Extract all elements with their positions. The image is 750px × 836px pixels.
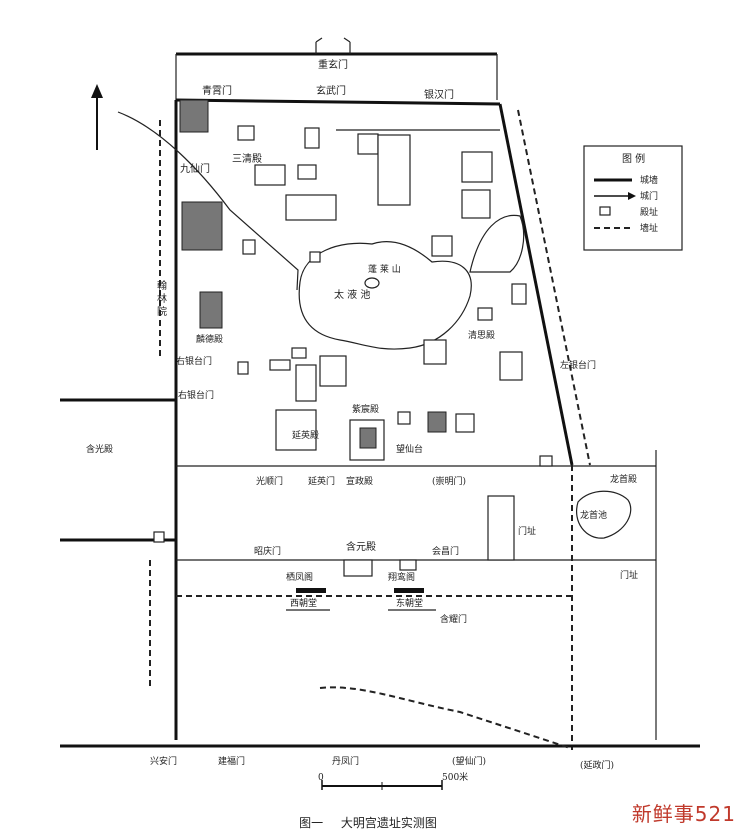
scale-bar: 0 500米	[318, 771, 468, 790]
label-xuanwu: 玄武门	[316, 84, 346, 97]
label-yanying-hall: 延英殿	[292, 429, 319, 441]
label-xingan: 兴安门	[150, 755, 177, 767]
legend-item: 城门	[640, 190, 658, 202]
north-enclosure	[175, 37, 498, 100]
label-jianfu: 建福门	[218, 755, 245, 767]
north-wall	[175, 98, 501, 106]
longshou-pond	[576, 490, 632, 539]
legend-item: 墙址	[640, 222, 658, 234]
label-longshou: 龙首殿	[610, 473, 637, 485]
map-labels: 重玄门 青霄门 玄武门 银汉门 三清殿 九仙门 太 液 池 蓬 莱 山 清思殿 …	[86, 58, 638, 771]
label-menzhi-side: 门址	[620, 569, 638, 581]
label-dongchaotang: 东朝堂	[396, 597, 423, 609]
label-menzhi-east: 门址	[518, 525, 536, 537]
east-wall	[498, 103, 574, 466]
watermark: 新鲜事521	[631, 802, 736, 826]
hall-ruins	[153, 99, 553, 577]
caption-number: 图一	[299, 816, 324, 830]
legend-item: 城墙	[640, 174, 658, 186]
taiye-pond	[298, 241, 472, 350]
label-qinghui: 清思殿	[468, 329, 495, 341]
label-penglai: 蓬 莱 山	[368, 263, 401, 275]
label-danfeng: 丹凤门	[332, 755, 359, 767]
legend: 图 例 城墙 城门 殿址 墙址	[583, 145, 683, 251]
caption-title: 大明宫遗址实测图	[340, 816, 437, 830]
label-yanzheng: (延政门)	[580, 759, 614, 771]
scale-zero: 0	[318, 773, 324, 783]
label-linde: 麟德殿	[196, 333, 223, 345]
label-hanxun: 含耀门	[440, 613, 467, 625]
legend-title: 图 例	[622, 152, 645, 165]
label-zichen: 紫宸殿	[352, 403, 379, 415]
label-longshouchi: 龙首池	[580, 509, 607, 521]
label-wangxian-gate: (望仙门)	[452, 755, 486, 767]
label-guangshun: 光顺门	[256, 475, 283, 487]
label-taiye: 太 液 池	[334, 288, 370, 301]
figure-caption: 图一 大明宫遗址实测图	[0, 814, 750, 831]
north-arrow-icon	[91, 84, 103, 150]
label-xichaotang: 西朝堂	[290, 597, 317, 609]
label-hanguang: 含光殿	[86, 443, 113, 455]
label-hanyuan: 含元殿	[346, 540, 376, 553]
legend-item: 殿址	[640, 206, 658, 218]
label-yanying-gate: 延英门	[308, 475, 335, 487]
label-xuanzheng: 宣政殿	[346, 475, 373, 487]
label-chongming: (崇明门)	[432, 475, 466, 487]
label-youyin: 右银台门	[178, 389, 214, 401]
label-jiuxian: 九仙门	[180, 162, 210, 175]
label-xiangluan: 翔鸾阁	[388, 571, 415, 583]
label-hanlin: 翰 林 院	[155, 279, 167, 317]
label-wangxiantai: 望仙台	[396, 443, 423, 455]
label-qifeng: 栖凤阁	[286, 571, 313, 583]
scale-text: 500米	[442, 771, 468, 783]
label-huiri: 会昌门	[432, 545, 459, 557]
label-youyin-small: 右银台门	[176, 355, 212, 367]
label-chongxuan: 重玄门	[318, 58, 348, 71]
label-sanqing: 三清殿	[232, 152, 262, 165]
label-yinhan: 银汉门	[424, 88, 454, 101]
label-zuoyin: 左银台门	[560, 359, 596, 371]
label-qingxiao: 青霄门	[202, 84, 232, 97]
label-zhaoqing: 昭庆门	[254, 545, 281, 557]
